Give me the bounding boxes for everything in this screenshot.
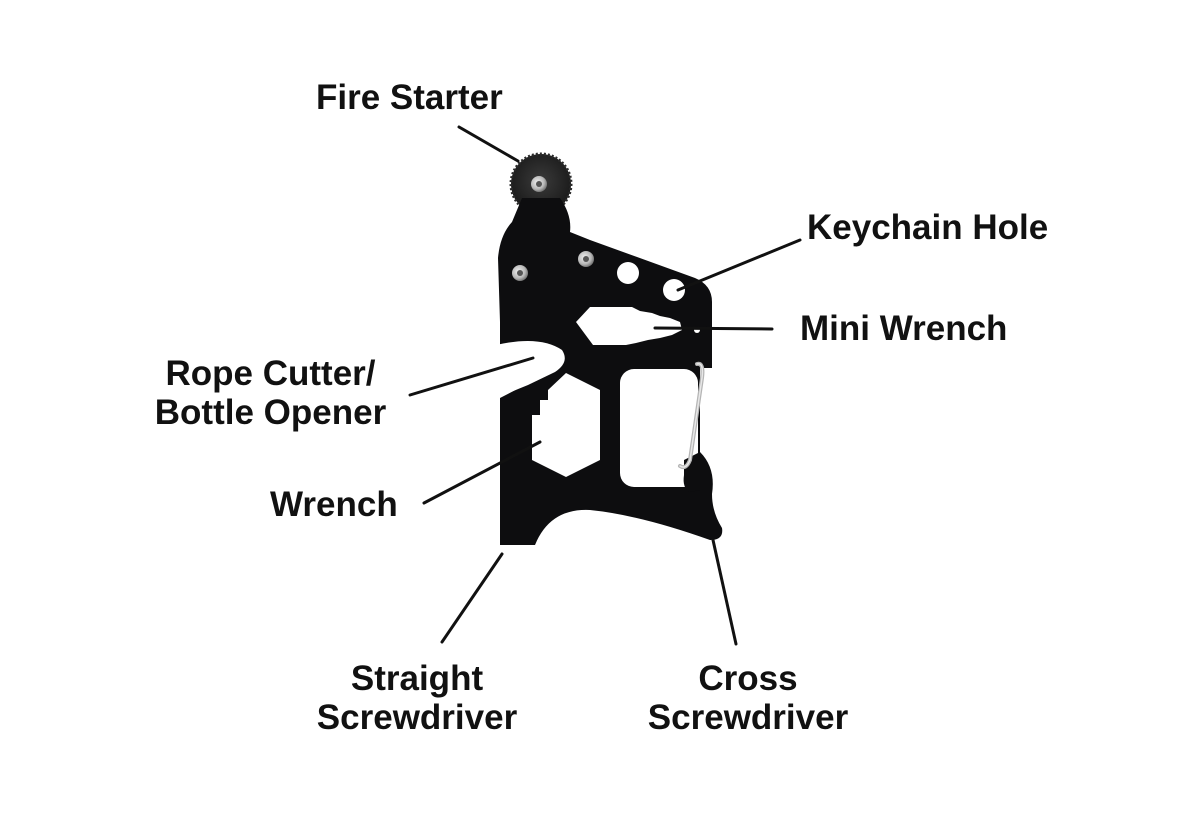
label-straight-screwdriver-line-2: Screwdriver xyxy=(316,698,518,737)
label-straight-screwdriver-line-1: Straight xyxy=(350,659,484,698)
screw-middle xyxy=(578,251,594,267)
label-fire-starter: Fire Starter xyxy=(316,78,503,117)
label-rope-cutter-line-2: Bottle Opener xyxy=(154,393,387,432)
leader-line-fire-starter xyxy=(457,125,520,163)
label-rope-cutter-line-1: Rope Cutter/ xyxy=(165,354,376,393)
keychain-hole xyxy=(663,279,685,301)
leader-line-straight-screwdriver xyxy=(440,552,504,644)
leader-line-rope-cutter xyxy=(408,356,535,397)
hole-round xyxy=(617,262,639,284)
label-keychain-hole-line-1: Keychain Hole xyxy=(807,208,1049,247)
leader-line-cross-screwdriver xyxy=(711,538,738,646)
screw-left xyxy=(512,265,528,281)
wrench-hex-cutout xyxy=(532,373,600,477)
label-wrench: Wrench xyxy=(270,485,398,524)
label-cross-screwdriver-line-1: Cross xyxy=(698,659,798,698)
carabiner-window xyxy=(620,369,698,487)
label-wrench-line-1: Wrench xyxy=(270,485,398,524)
label-straight-screwdriver: Straight Screwdriver xyxy=(300,659,534,737)
label-keychain-hole: Keychain Hole xyxy=(807,208,1048,247)
leader-line-mini-wrench xyxy=(653,326,774,331)
mini-wrench-cutout xyxy=(576,307,682,345)
leader-line-wrench xyxy=(422,440,542,505)
label-mini-wrench: Mini Wrench xyxy=(800,309,1007,348)
leader-line-keychain-hole xyxy=(676,238,802,292)
carabiner-wire xyxy=(678,361,705,470)
label-mini-wrench-line-1: Mini Wrench xyxy=(800,309,1008,348)
label-fire-starter-line-1: Fire Starter xyxy=(316,78,503,117)
screw-top xyxy=(531,176,547,192)
label-cross-screwdriver-line-2: Screwdriver xyxy=(647,698,849,737)
label-rope-cutter: Rope Cutter/ Bottle Opener xyxy=(138,354,403,432)
label-cross-screwdriver: Cross Screwdriver xyxy=(630,659,866,737)
rope-cutter-notch xyxy=(496,341,565,398)
